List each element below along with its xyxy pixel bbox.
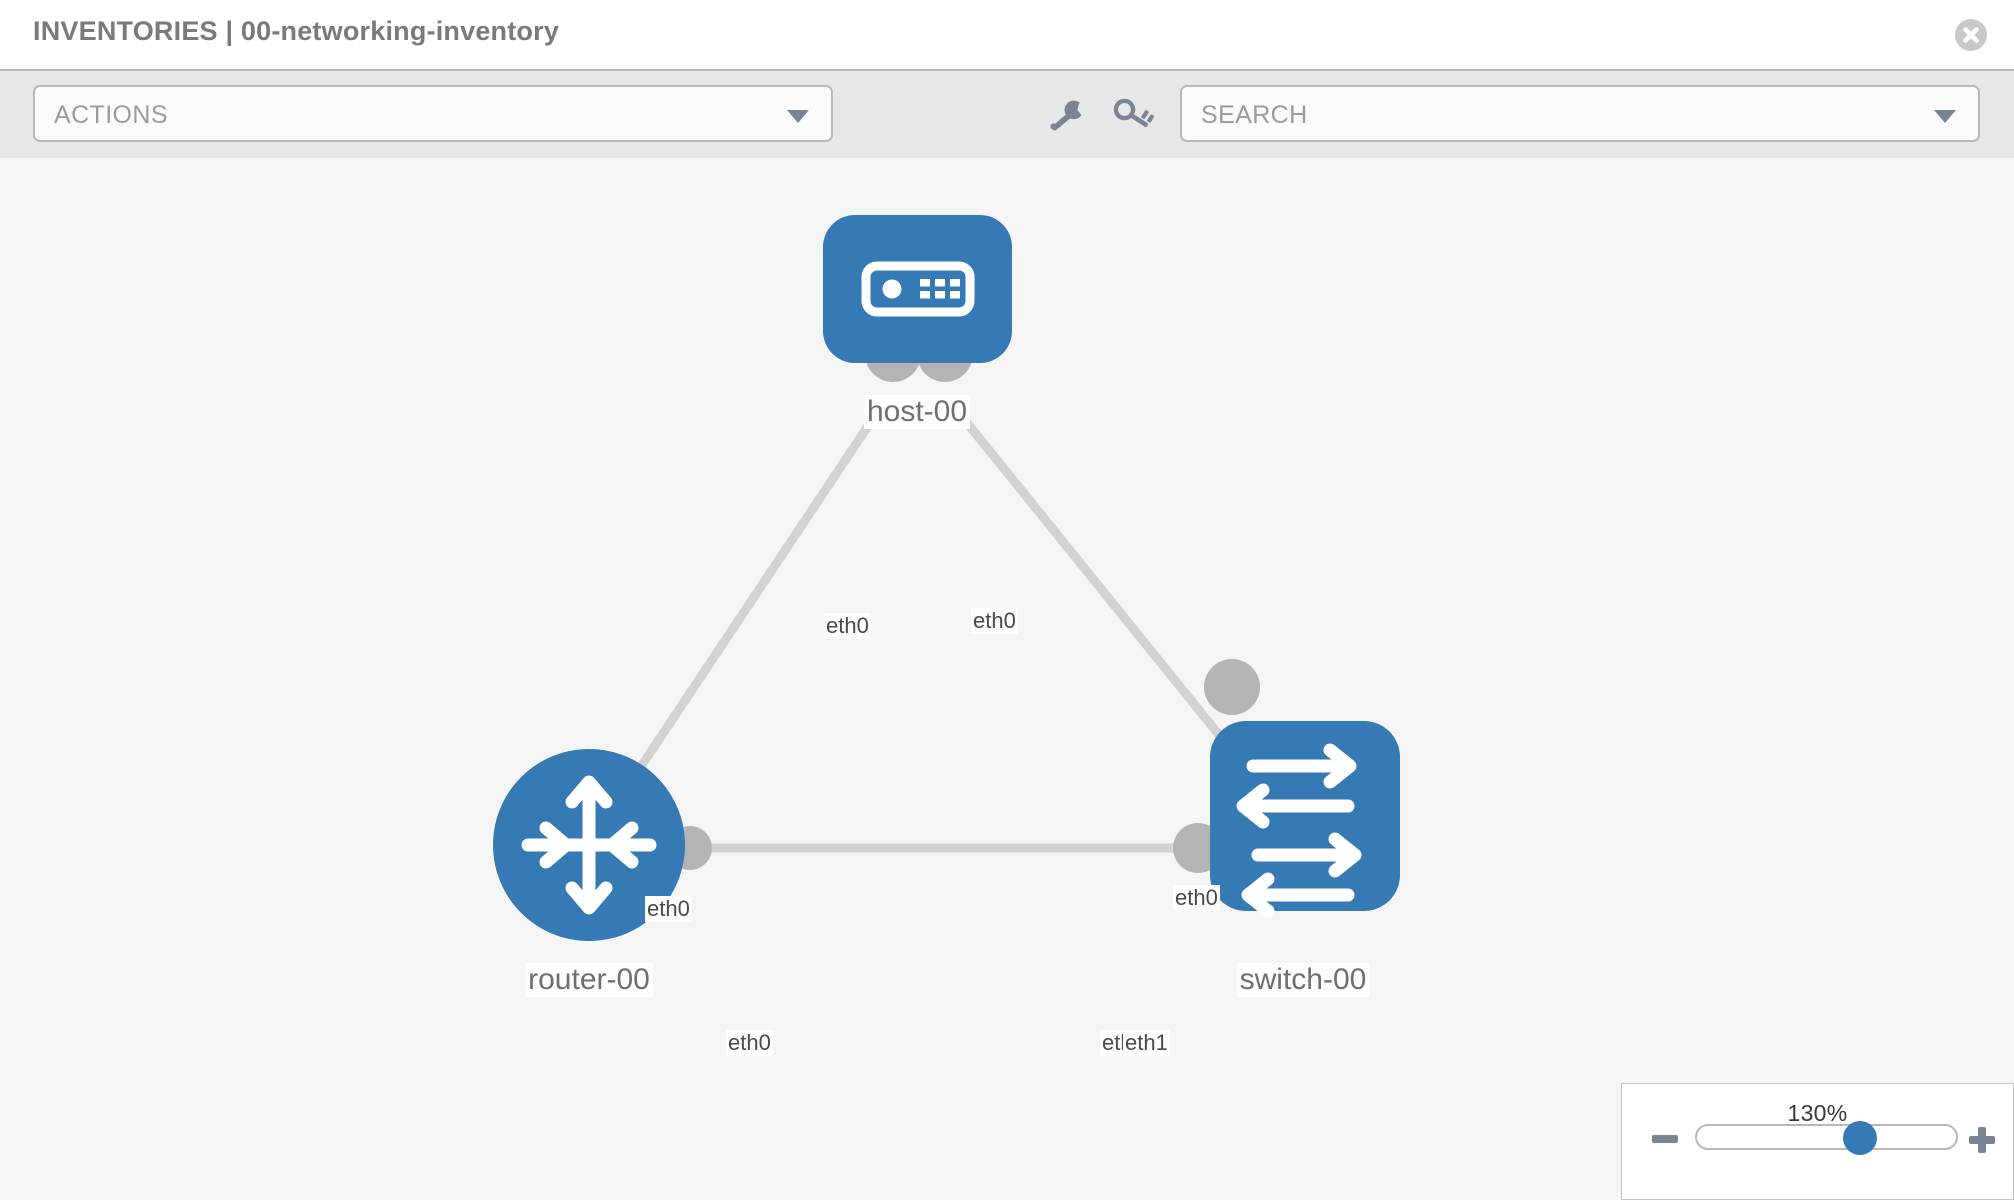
node-switch-00 (1210, 721, 1400, 918)
switch-arrows-icon (1236, 743, 1362, 918)
chevron-down-icon (787, 110, 809, 123)
topology-canvas[interactable]: host-00 router-00 switch-00 eth0 eth0 et… (0, 158, 2014, 1200)
zoom-out-button[interactable] (1652, 1135, 1678, 1143)
server-icon (861, 261, 975, 317)
iface-label: eth0 (824, 613, 871, 639)
interface-nubs (668, 326, 1260, 873)
node-label-host-00: host-00 (863, 395, 971, 429)
iface-label: eth0 (726, 1030, 773, 1056)
zoom-in-button[interactable] (1969, 1127, 1995, 1153)
close-icon[interactable] (1955, 19, 1987, 51)
iface-label: eth0 (971, 608, 1018, 634)
search-placeholder: SEARCH (1201, 101, 1308, 129)
iface-nub-switch00-e0 (1204, 659, 1260, 715)
wrench-icon[interactable] (1046, 97, 1088, 133)
actions-dropdown-label: ACTIONS (54, 101, 168, 129)
iface-label: eth0 (1173, 885, 1220, 911)
topology-graph (493, 215, 1400, 941)
node-label-switch-00: switch-00 (1236, 963, 1370, 997)
chevron-down-icon[interactable] (1934, 110, 1956, 123)
link-host00-router00 (615, 403, 885, 803)
zoom-slider-handle[interactable] (1843, 1121, 1878, 1155)
zoom-control-panel: 130% (1621, 1083, 2014, 1200)
topology-links (615, 403, 1275, 853)
iface-label: eth0 (645, 896, 692, 922)
node-label-router-00: router-00 (525, 963, 653, 997)
iface-label: eth1 (1123, 1030, 1170, 1056)
key-icon[interactable] (1112, 97, 1154, 133)
page-title: INVENTORIES | 00-networking-inventory (33, 16, 560, 46)
actions-dropdown[interactable]: ACTIONS (33, 85, 833, 142)
router-arrows-icon (521, 775, 657, 915)
node-router-00 (493, 749, 685, 941)
page-header: INVENTORIES | 00-networking-inventory (0, 0, 2014, 69)
node-host-00 (823, 215, 1012, 363)
zoom-slider[interactable] (1695, 1121, 1958, 1155)
toolbar: ACTIONS SEARCH (0, 69, 2014, 158)
zoom-percent-label: 130% (1787, 1100, 1848, 1126)
search-input[interactable]: SEARCH (1180, 85, 1980, 142)
link-host00-switch00 (950, 403, 1275, 803)
